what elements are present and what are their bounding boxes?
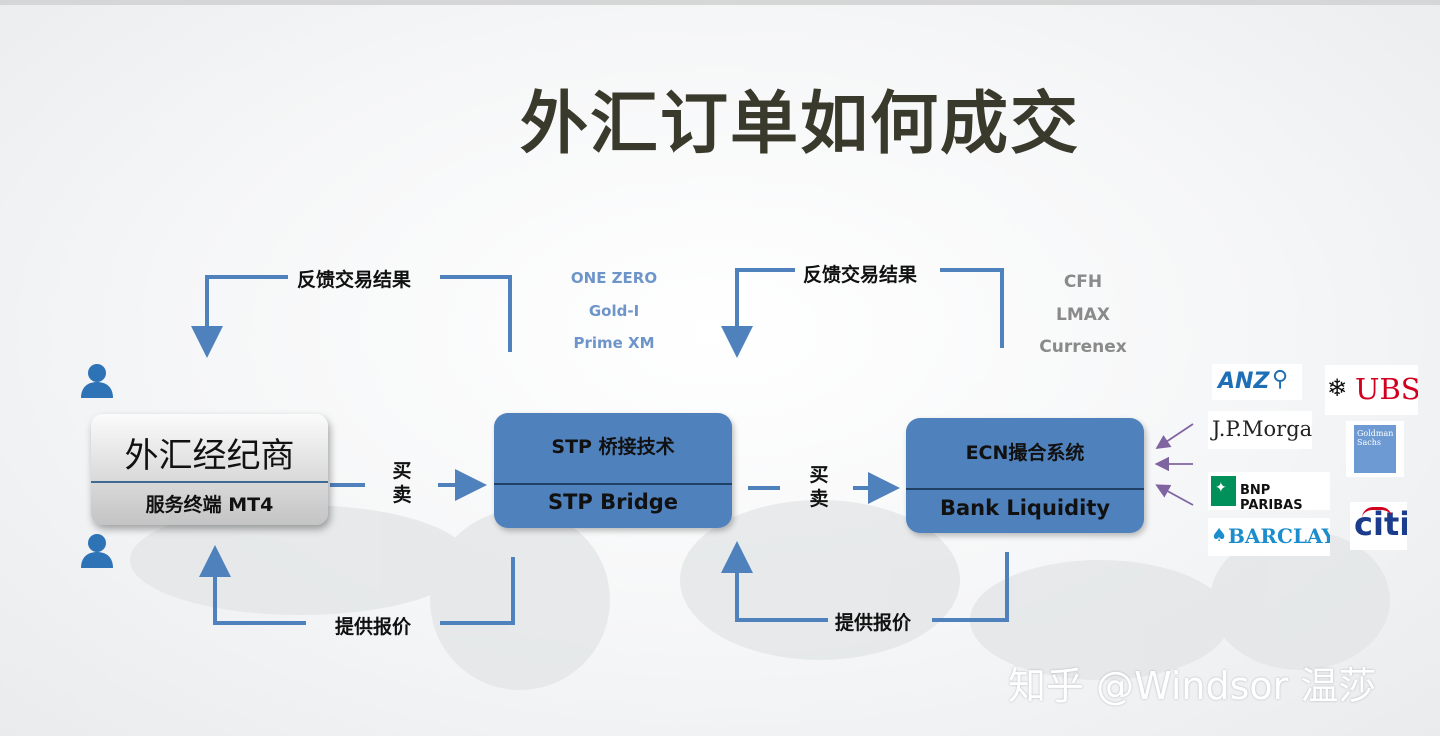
- quote-arrow-left: [440, 557, 515, 625]
- broker-divider: [91, 481, 328, 483]
- broker-terminal: 服务终端 MT4: [145, 494, 274, 516]
- broker-box: 外汇经纪商 服务终端 MT4: [91, 414, 328, 525]
- provider-prime-xm: Prime XM: [573, 334, 655, 352]
- goldman-sachs-logo: Goldman Sachs: [1346, 421, 1404, 477]
- broker-name: 外汇经纪商: [124, 436, 295, 476]
- provider-one-zero: ONE ZERO: [570, 269, 658, 287]
- buy-label: 买: [809, 464, 829, 486]
- feedback-arrow-left: [440, 275, 512, 352]
- quote-label-right: 提供报价: [835, 612, 912, 634]
- jpmorgan-logo: J.P.Morgan: [1208, 411, 1312, 449]
- user-icon: [81, 364, 113, 398]
- stp-title: STP 桥接技术: [551, 436, 675, 458]
- ecn-box: ECN撮合系统 Bank Liquidity: [906, 418, 1144, 533]
- quote-label-left: 提供报价: [335, 616, 412, 638]
- sell-label: 卖: [809, 488, 829, 510]
- top-border: [0, 0, 1440, 5]
- stp-divider: [494, 483, 732, 485]
- watermark: 知乎 @Windsor 温莎: [1008, 664, 1377, 708]
- sell-label: 卖: [392, 484, 412, 506]
- buysell-label-left: 买 卖: [390, 459, 414, 507]
- stp-subtitle: STP Bridge: [547, 490, 679, 514]
- stp-bridge-box: STP 桥接技术 STP Bridge: [494, 413, 732, 528]
- ecn-title: ECN撮合系统: [965, 442, 1085, 464]
- bnp-paribas-logo: ✦ BNP PARIBAS: [1208, 472, 1330, 510]
- ecn-currenex: Currenex: [1039, 337, 1127, 357]
- ecn-lmax: LMAX: [1055, 305, 1110, 325]
- buysell-label-right: 买 卖: [807, 463, 831, 511]
- feedback-label-left: 反馈交易结果: [297, 269, 412, 291]
- liquidity-arrows: [1154, 423, 1194, 506]
- feedback-label-right: 反馈交易结果: [803, 264, 918, 286]
- ecn-divider: [906, 488, 1144, 490]
- page-title: 外汇订单如何成交: [519, 85, 1080, 164]
- user-icon: [81, 534, 113, 568]
- ecn-subtitle: Bank Liquidity: [939, 496, 1111, 520]
- feedback-arrow-right: [940, 268, 1004, 348]
- quote-arrow-right: [932, 552, 1009, 622]
- anz-logo: ANZ ⚲: [1212, 364, 1302, 400]
- citi-logo: citi: [1350, 502, 1407, 550]
- barclays-logo: ♠ BARCLAYS: [1208, 518, 1330, 556]
- provider-gold-i: Gold-I: [588, 302, 640, 320]
- ecn-cfh: CFH: [1063, 272, 1103, 292]
- buy-label: 买: [392, 460, 412, 482]
- ubs-logo: ❄ UBS: [1325, 365, 1418, 415]
